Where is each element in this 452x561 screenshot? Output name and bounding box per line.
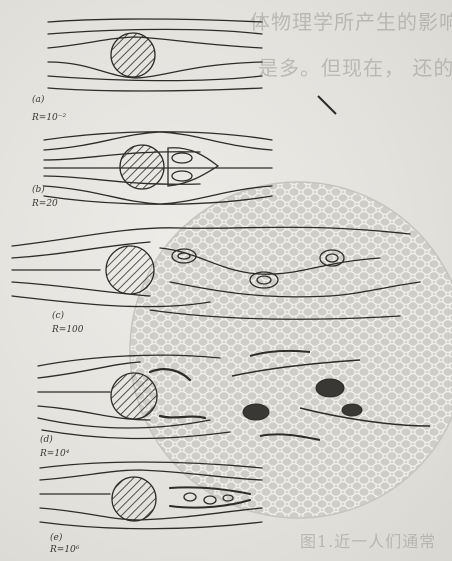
panel-b-letter: (b) <box>32 184 45 195</box>
pen-mark <box>318 96 336 114</box>
panel-d-letter: (d) <box>40 434 53 445</box>
panel-c-letter: (c) <box>52 310 65 321</box>
panel-a <box>48 19 262 91</box>
panel-e-letter: (e) <box>50 532 63 543</box>
panel-d-reynolds: R=10⁴ <box>39 449 70 459</box>
panel-e-reynolds: R=10⁶ <box>49 545 80 555</box>
panel-b-reynolds: R=20 <box>31 199 58 209</box>
panel-c-reynolds: R=100 <box>51 325 84 335</box>
panel-a-reynolds: R=10⁻² <box>31 113 67 123</box>
panel-a-letter: (a) <box>32 94 45 105</box>
